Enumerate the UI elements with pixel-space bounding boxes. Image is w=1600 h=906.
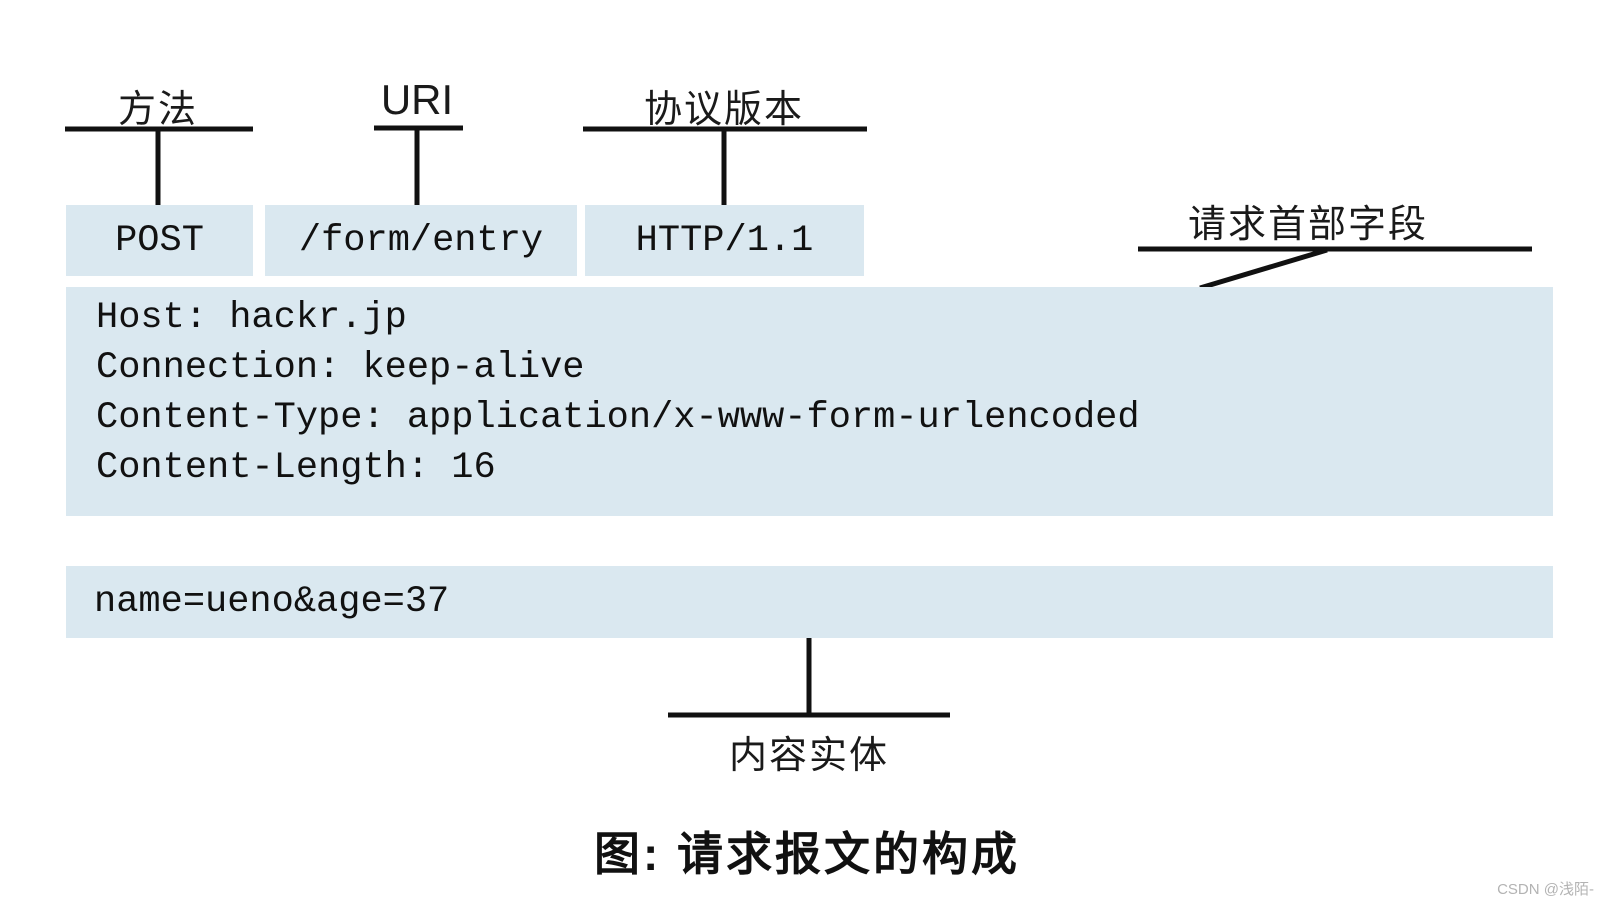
- header-line-connection: Connection: keep-alive: [96, 347, 585, 389]
- method-box: POST: [66, 205, 253, 276]
- header-fields-connector-line: [1199, 247, 1328, 291]
- method-value: POST: [115, 219, 204, 262]
- entity-body-value: name=ueno&age=37: [94, 581, 450, 623]
- uri-label: URI: [380, 76, 454, 123]
- method-label: 方法: [117, 89, 199, 131]
- entity-body-box: name=ueno&age=37: [66, 566, 1553, 638]
- header-line-host: Host: hackr.jp: [96, 297, 407, 339]
- version-box: HTTP/1.1: [585, 205, 864, 276]
- version-label: 协议版本: [643, 89, 805, 131]
- header-fields-box: Host: hackr.jp Connection: keep-alive Co…: [66, 287, 1553, 516]
- uri-value: /form/entry: [298, 219, 544, 262]
- csdn-watermark: CSDN @浅陌-: [1497, 881, 1594, 898]
- header-fields-label: 请求首部字段: [1187, 204, 1429, 246]
- header-line-content-length: Content-Length: 16: [96, 447, 496, 489]
- uri-box: /form/entry: [265, 205, 577, 276]
- figure-caption: 图: 请求报文的构成: [593, 828, 1021, 880]
- version-value: HTTP/1.1: [635, 219, 814, 262]
- header-line-content-type: Content-Type: application/x-www-form-url…: [96, 397, 1140, 439]
- entity-label: 内容实体: [728, 735, 890, 777]
